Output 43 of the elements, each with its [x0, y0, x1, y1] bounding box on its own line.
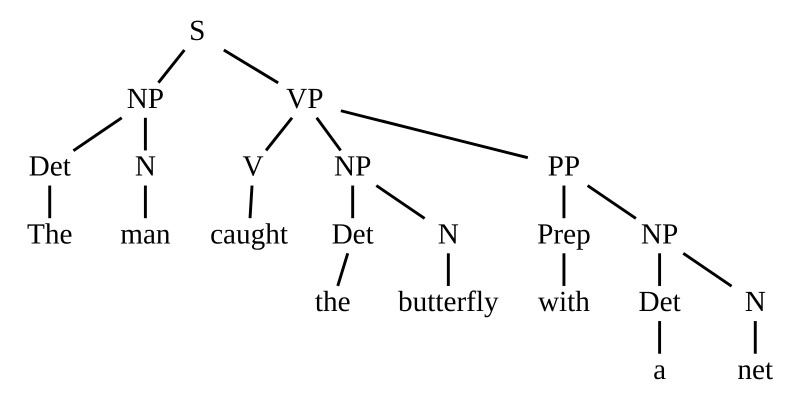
connector: [682, 252, 732, 287]
node-text: the: [314, 286, 351, 318]
connector: [144, 185, 147, 218]
node-text: butterfly: [398, 286, 499, 318]
node-text: N: [438, 218, 459, 250]
connector: [562, 252, 566, 286]
node-text: NP: [126, 82, 164, 114]
connector: [48, 185, 52, 218]
connector: [72, 116, 123, 152]
node-text: N: [134, 150, 156, 182]
node-text: S: [189, 14, 206, 47]
connector: [562, 185, 566, 218]
node-text: a: [653, 353, 666, 386]
node-text: net: [737, 353, 774, 386]
connector: [157, 48, 186, 84]
node-text: V: [242, 150, 264, 182]
connector: [586, 184, 637, 220]
node-text: Det: [638, 286, 681, 318]
node-text: VP: [286, 82, 324, 114]
connector: [351, 185, 354, 218]
node-text: man: [120, 218, 171, 250]
node-text: Det: [28, 150, 71, 182]
node-text: caught: [210, 218, 288, 250]
connector: [223, 48, 279, 84]
node-text: with: [538, 286, 590, 318]
connector: [315, 116, 342, 151]
node-text: Prep: [537, 218, 591, 250]
node-text: NP: [334, 150, 372, 182]
connector: [658, 252, 662, 286]
connector: [336, 252, 350, 286]
node-text: The: [27, 218, 72, 250]
node-text: N: [744, 286, 766, 318]
connector: [248, 184, 254, 218]
connector: [754, 320, 757, 354]
connector: [264, 116, 294, 151]
connector: [376, 184, 426, 220]
node-text: PP: [548, 150, 580, 182]
node-text: Det: [332, 218, 374, 250]
connector: [340, 108, 528, 159]
node-text: NP: [640, 218, 678, 250]
connector: [446, 252, 450, 286]
connector: [144, 117, 147, 150]
connector: [658, 320, 662, 354]
